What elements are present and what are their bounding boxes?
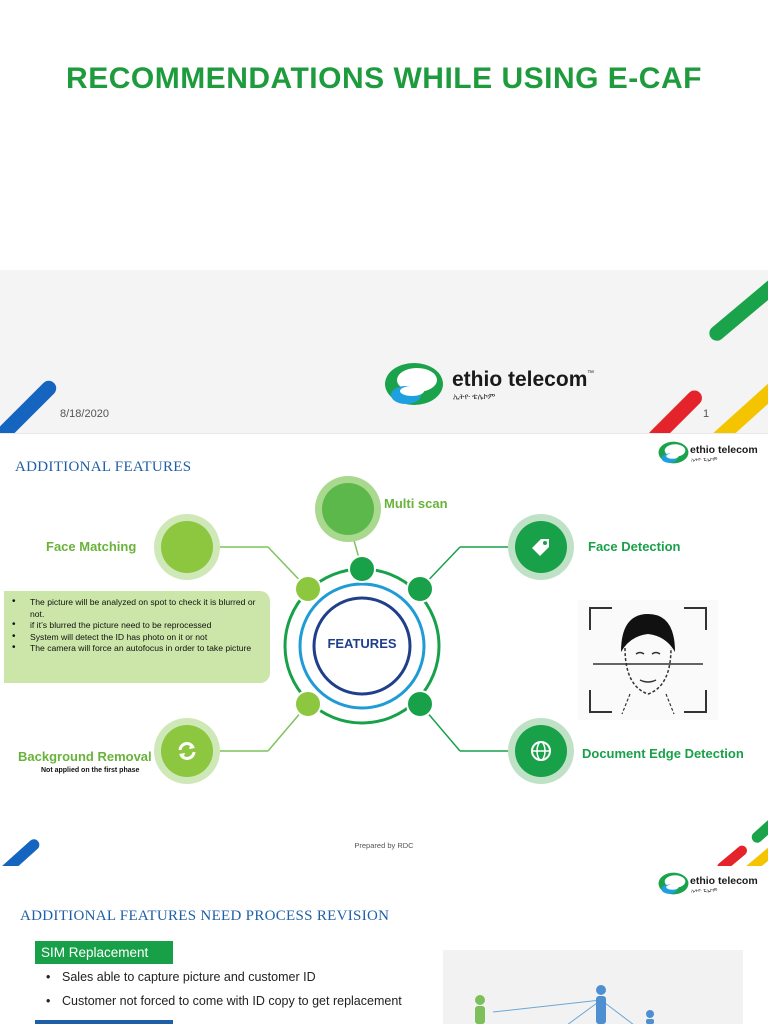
refresh-icon	[178, 742, 196, 760]
logo-swoosh-icon	[658, 872, 689, 895]
feature-notes-box: The picture will be analyzed on spot to …	[4, 591, 270, 683]
logo-name: ethio telecom	[690, 444, 758, 456]
sim-replacement-list: Sales able to capture picture and custom…	[46, 970, 402, 1018]
list-item: Sales able to capture picture and custom…	[46, 970, 402, 984]
slide-3: ethio telecom ኢትዮ ቴሌኮም ADDITIONAL FEATUR…	[0, 866, 768, 1024]
logo-name: ethio telecom	[452, 368, 588, 391]
logo-sub: ኢትዮ ቴሌኮም	[691, 457, 718, 463]
section-underline	[35, 1020, 173, 1024]
tag-icon	[532, 539, 549, 556]
feature-document-edge-detection: Document Edge Detection	[582, 746, 744, 761]
logo-sub: ኢትዮ ቴሌኮም	[691, 888, 718, 894]
feature-face-matching: Face Matching	[46, 539, 137, 554]
ethio-telecom-logo: ethio telecom ኢትዮ ቴሌኮም	[658, 439, 763, 465]
list-item: Customer not forced to come with ID copy…	[46, 994, 402, 1008]
ethio-telecom-logo: ethio telecom ™ ኢትዮ ቴሌኮም	[384, 358, 594, 408]
page-number: 1	[703, 408, 710, 420]
list-item: The picture will be analyzed on spot to …	[12, 596, 264, 620]
logo-swoosh-icon	[385, 363, 443, 405]
feature-multi-scan: Multi scan	[384, 496, 448, 511]
slide-title: ADDITIONAL FEATURES	[15, 459, 192, 475]
logo-sub: ኢትዮ ቴሌኮም	[453, 392, 496, 401]
network-illustration	[443, 950, 743, 1024]
slide-date: 8/18/2020	[60, 408, 109, 420]
feature-notes-list: The picture will be analyzed on spot to …	[4, 591, 270, 655]
globe-icon	[531, 741, 551, 761]
list-item: The camera will force an autofocus in or…	[12, 642, 264, 655]
feature-face-detection: Face Detection	[588, 539, 681, 554]
center-label: FEATURES	[327, 636, 397, 651]
list-item: if it’s blurred the picture need to be r…	[12, 619, 264, 632]
ethio-telecom-logo: ethio telecom ኢትዮ ቴሌኮም	[658, 870, 763, 896]
logo-name: ethio telecom	[690, 875, 758, 887]
slide-title: ADDITIONAL FEATURES NEED PROCESS REVISIO…	[20, 908, 390, 924]
slide-1: RECOMMENDATIONS WHILE USING E-CAF ethio …	[0, 0, 768, 433]
list-item: System will detect the ID has photo on i…	[12, 631, 264, 644]
slide-title: RECOMMENDATIONS WHILE USING E-CAF	[66, 62, 702, 95]
feature-background-removal: Background Removal	[18, 749, 152, 764]
sim-replacement-tag: SIM Replacement	[35, 941, 173, 964]
footer-text: Prepared by RDC	[354, 841, 414, 850]
slide-2: ADDITIONAL FEATURES ethio telecom ኢትዮ ቴሌ…	[0, 433, 768, 867]
logo-swoosh-icon	[658, 441, 689, 464]
footer-band	[0, 270, 768, 433]
logo-tm: ™	[587, 370, 594, 377]
background-removal-note: Not applied on the first phase	[41, 767, 140, 774]
face-scan-icon	[578, 600, 718, 720]
